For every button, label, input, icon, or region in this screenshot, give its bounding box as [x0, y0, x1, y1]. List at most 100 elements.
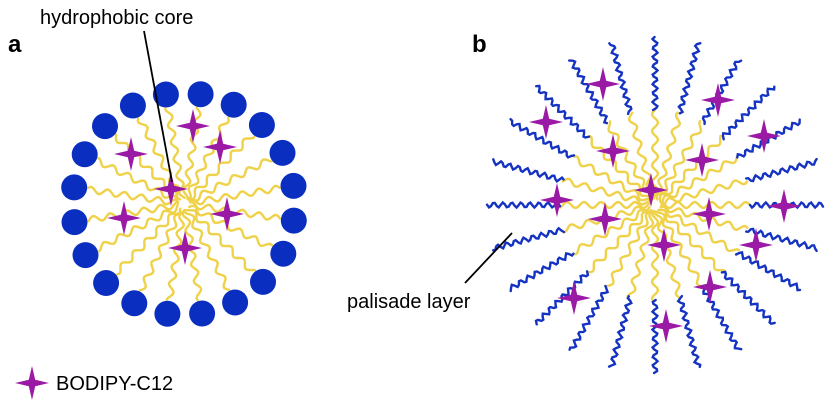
hydrophilic-head	[61, 209, 88, 236]
hydrophobic-tail	[136, 117, 182, 201]
hydrophilic-chain	[509, 118, 576, 159]
bodipy-molecule	[649, 309, 683, 343]
hydrophobic-tail	[659, 205, 740, 253]
bodipy-molecule	[685, 143, 719, 177]
hydrophobic-tail	[87, 200, 179, 223]
hydrophobic-tail	[657, 208, 726, 272]
hydrophilic-head	[189, 300, 216, 327]
hydrophobic-tail	[97, 156, 179, 205]
hydrophilic-head	[280, 172, 307, 199]
micelle-b	[485, 35, 825, 375]
hydrophobic-core-pointer	[143, 30, 173, 183]
hydrophobic-tail	[650, 209, 660, 302]
hydrophilic-chain	[568, 284, 610, 351]
hydrophilic-head	[280, 207, 307, 234]
hydrophobic-tail	[188, 204, 274, 248]
hydrophobic-tail	[660, 155, 738, 206]
hydrophobic-tail	[186, 158, 273, 202]
hydrophilic-chain	[509, 251, 575, 293]
bodipy-molecule	[529, 105, 563, 139]
legend-label: BODIPY-C12	[56, 373, 173, 395]
hydrophilic-chain	[677, 42, 702, 115]
hydrophobic-tail	[626, 209, 655, 298]
hydrophobic-tail	[189, 200, 282, 221]
hydrophobic-tail	[572, 208, 653, 256]
hydrophilic-head	[248, 112, 275, 138]
bodipy-molecule	[634, 173, 668, 207]
bodipy-molecule	[747, 119, 781, 153]
hydrophilic-head	[222, 289, 249, 316]
bodipy-molecule	[114, 137, 148, 171]
hydrophobic-tail	[87, 185, 180, 206]
hydrophobic-tail	[654, 210, 705, 288]
hydrophobic-tail	[561, 177, 652, 206]
hydrophilic-head	[152, 81, 179, 108]
hydrophobic-tail	[627, 111, 657, 201]
hydrophilic-chain	[535, 84, 591, 139]
hydrophilic-head	[154, 300, 181, 327]
hydrophilic-head	[92, 113, 118, 140]
hydrophobic-tail	[186, 135, 256, 201]
legend-bodipy-star	[15, 366, 49, 400]
bodipy-molecule	[701, 83, 735, 117]
bodipy-molecule	[596, 134, 630, 168]
hydrophilic-head	[71, 141, 98, 168]
hydrophobic-tail	[116, 207, 182, 276]
hydrophilic-chain	[568, 59, 609, 125]
hydrophilic-chain	[485, 200, 562, 210]
bodipy-molecule	[210, 197, 244, 231]
hydrophobic-tail	[187, 116, 231, 201]
bodipy-molecule	[692, 197, 726, 231]
hydrophobic-tail	[185, 208, 257, 272]
bodipy-molecule	[767, 189, 801, 223]
hydrophobic-tail	[604, 210, 656, 288]
bodipy-molecule	[647, 228, 681, 262]
bodipy-molecule	[107, 201, 141, 235]
hydrophobic-tail	[653, 111, 682, 200]
hydrophilic-chain	[701, 59, 743, 126]
hydrophobic-tail	[652, 210, 681, 299]
hydrophilic-head	[220, 91, 247, 118]
hydrophobic-tail	[165, 209, 187, 301]
hydrophilic-chain	[650, 298, 660, 375]
hydrophilic-chain	[650, 35, 660, 112]
palisade-layer-label: palisade layer	[347, 291, 471, 313]
hydrophilic-head	[270, 240, 297, 267]
bodipy-molecule	[540, 183, 574, 217]
hydrophobic-tail	[188, 184, 281, 206]
hydrophobic-tail	[138, 209, 185, 292]
hydrophilic-chain	[745, 157, 818, 183]
hydrophilic-chain	[721, 85, 776, 141]
hydrophilic-chain	[676, 294, 702, 369]
hydrophobic-tail	[660, 203, 749, 232]
hydrophilic-head	[121, 290, 148, 317]
hydrophobic-tail	[655, 120, 703, 201]
hydrophilic-chain	[734, 250, 802, 292]
hydrophobic-tail	[572, 154, 653, 202]
four-point-star-icon	[15, 366, 49, 400]
bodipy-molecule	[588, 202, 622, 236]
bodipy-molecule	[586, 67, 620, 101]
hydrophobic-tail	[98, 203, 179, 253]
bodipy-molecule	[168, 231, 202, 265]
hydrophilic-chain	[607, 295, 633, 368]
hydrophilic-head	[187, 81, 214, 108]
micelle-a	[61, 81, 307, 327]
hydrophilic-head	[72, 242, 99, 269]
bodipy-molecule	[203, 130, 237, 164]
hydrophilic-head	[250, 268, 276, 295]
hydrophobic-tail	[660, 179, 749, 208]
hydrophilic-head	[61, 174, 88, 201]
hydrophilic-head	[93, 270, 120, 296]
bodipy-molecule	[739, 228, 773, 262]
bodipy-molecule	[693, 270, 727, 304]
hydrophilic-head	[119, 92, 146, 119]
hydrophilic-chain	[492, 226, 566, 252]
bodipy-molecule	[557, 281, 591, 315]
hydrophilic-chain	[720, 270, 776, 326]
hydrophilic-head	[269, 139, 296, 166]
bodipy-molecule	[176, 109, 210, 143]
hydrophobic-tail	[659, 200, 752, 210]
